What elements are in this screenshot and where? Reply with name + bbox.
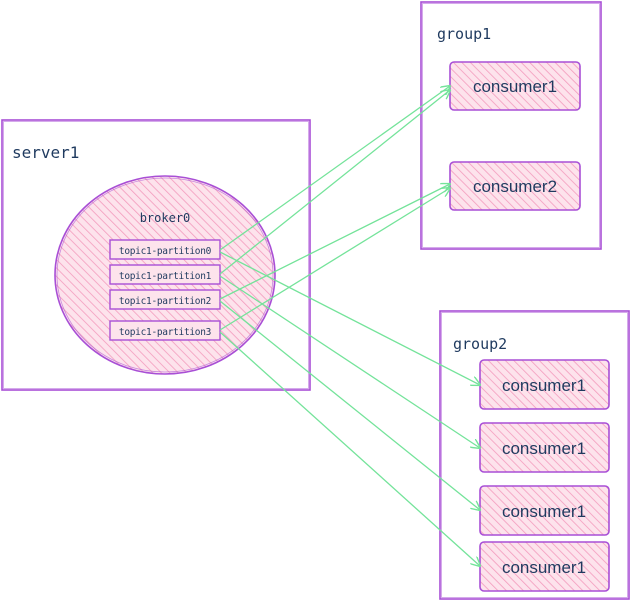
arrow-p2-g2c3 xyxy=(219,300,480,510)
consumer-label: consumer1 xyxy=(502,439,586,458)
arrow-p0-g1c1 xyxy=(219,86,450,251)
arrow-p0-g2c1 xyxy=(219,251,480,385)
group2-box: group2 xyxy=(439,310,630,600)
broker-label: broker0 xyxy=(140,211,191,225)
arrow-p1-g2c2 xyxy=(219,275,480,448)
consumer-label: consumer1 xyxy=(473,77,557,96)
group1-box: group1 xyxy=(420,1,602,250)
arrow-p2-g1c2 xyxy=(219,184,450,300)
partition-label: topic1-partition0 xyxy=(119,246,212,257)
consumer-label: consumer1 xyxy=(502,376,586,395)
partition-label: topic1-partition3 xyxy=(119,327,211,338)
partition-label: topic1-partition2 xyxy=(119,296,211,307)
group2-consumer-4: consumer1 xyxy=(479,541,610,592)
arrow-p3-g1c2 xyxy=(219,188,450,331)
consumer-label: consumer1 xyxy=(502,558,586,577)
arrow-p1-g1c1 xyxy=(219,90,450,275)
arrows xyxy=(219,86,480,566)
group2-consumer-1: consumer1 xyxy=(479,359,610,410)
server-label: server1 xyxy=(12,143,79,162)
group2-consumer-2: consumer1 xyxy=(479,422,610,473)
group2-consumer-3: consumer1 xyxy=(479,485,610,536)
consumer-label: consumer2 xyxy=(473,177,557,196)
partition-2: topic1-partition2 xyxy=(109,289,221,310)
group1-consumer-2: consumer2 xyxy=(449,161,581,211)
arrow-p3-g2c4 xyxy=(219,331,480,566)
group1-consumer-1: consumer1 xyxy=(449,61,581,111)
partition-0: topic1-partition0 xyxy=(109,239,221,260)
partition-3: topic1-partition3 xyxy=(109,320,221,341)
partition-label: topic1-partition1 xyxy=(119,271,212,282)
group1-label: group1 xyxy=(437,25,491,43)
server-box: server1 xyxy=(1,119,311,391)
consumer-label: consumer1 xyxy=(502,502,586,521)
partition-1: topic1-partition1 xyxy=(109,264,221,285)
group2-label: group2 xyxy=(453,335,507,353)
